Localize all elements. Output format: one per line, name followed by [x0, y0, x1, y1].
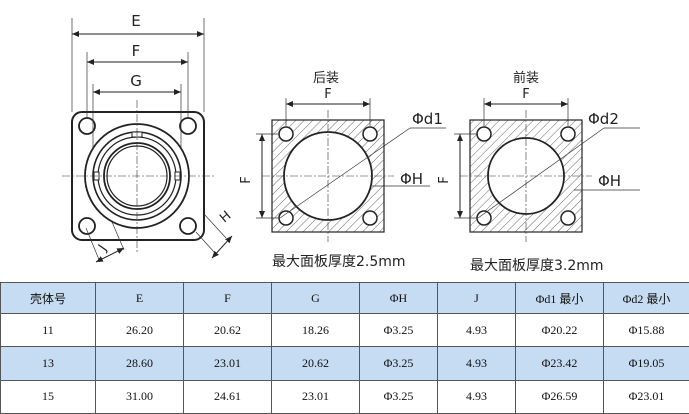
table-cell: Φ20.22	[515, 312, 604, 348]
rear-mount-cutout	[256, 98, 446, 242]
label-J: J	[95, 242, 110, 255]
front-label-F-top: F	[522, 87, 529, 102]
header-E: E	[95, 282, 184, 314]
table-cell: 11	[0, 312, 96, 348]
table-row: 15 31.00 24.61 23.01 Φ3.25 4.93 Φ26.59 Φ…	[0, 379, 689, 414]
rear-label-H: ΦH	[400, 170, 423, 188]
rear-label-F-top: F	[324, 87, 331, 102]
table-cell: Φ3.25	[359, 312, 438, 348]
table-cell: 20.62	[183, 312, 272, 348]
label-H: H	[217, 208, 234, 226]
rear-label-d1: Φd1	[412, 110, 443, 128]
label-F: F	[132, 42, 141, 60]
header-F: F	[183, 282, 272, 314]
front-title: 前装	[513, 70, 539, 86]
table-row: 13 28.60 23.01 20.62 Φ3.25 4.93 Φ23.42 Φ…	[0, 346, 689, 381]
front-max-thickness-note: 最大面板厚度3.2mm	[470, 258, 604, 274]
header-d1-min: Φd1 最小	[515, 282, 604, 314]
table-cell: 23.01	[271, 379, 360, 414]
table-header-row: 壳体号 E F G ΦH J Φd1 最小 Φd2 最小	[0, 282, 689, 314]
table-cell: 31.00	[95, 379, 184, 414]
header-d2-min: Φd2 最小	[603, 282, 689, 314]
table-cell: 20.62	[271, 346, 360, 381]
connector-front-view	[62, 100, 214, 252]
table-cell: 4.93	[437, 379, 516, 414]
table-cell: 4.93	[437, 346, 516, 381]
header-G: G	[271, 282, 360, 314]
rear-label-F-side: F	[239, 176, 254, 183]
table-cell: Φ26.59	[515, 379, 604, 414]
spec-table: 壳体号 E F G ΦH J Φd1 最小 Φd2 最小 11 26.20 20…	[0, 282, 689, 414]
table-cell: 28.60	[95, 346, 184, 381]
label-G: G	[130, 72, 142, 90]
technical-drawing: E F G J H 后装 F F Φd1 ΦH 最大面板厚度2.5mm	[62, 12, 640, 274]
table-cell: 26.20	[95, 312, 184, 348]
rear-max-thickness-note: 最大面板厚度2.5mm	[272, 254, 406, 270]
table-cell: Φ15.88	[603, 312, 689, 348]
rear-title: 后装	[313, 71, 339, 86]
table-cell: Φ3.25	[359, 346, 438, 381]
table-cell: Φ23.42	[515, 346, 604, 381]
table-cell: 18.26	[271, 312, 360, 348]
table-cell: 4.93	[437, 312, 516, 348]
header-shell-size: 壳体号	[0, 282, 96, 314]
table-cell: 24.61	[183, 379, 272, 414]
table-cell: 13	[0, 346, 96, 381]
dimension-lines	[71, 18, 233, 263]
header-J: J	[437, 282, 516, 314]
table-cell: Φ23.01	[603, 379, 689, 414]
front-label-H: ΦH	[598, 172, 621, 190]
table-row: 11 26.20 20.62 18.26 Φ3.25 4.93 Φ20.22 Φ…	[0, 312, 689, 348]
table-cell: 23.01	[183, 346, 272, 381]
header-H: ΦH	[359, 282, 438, 314]
table-cell: Φ19.05	[603, 346, 689, 381]
front-label-F-side: F	[437, 176, 452, 183]
table-cell: 15	[0, 379, 96, 414]
front-label-d2: Φd2	[588, 110, 619, 128]
label-E: E	[131, 12, 140, 30]
front-mount-cutout	[454, 98, 640, 242]
table-cell: Φ3.25	[359, 379, 438, 414]
